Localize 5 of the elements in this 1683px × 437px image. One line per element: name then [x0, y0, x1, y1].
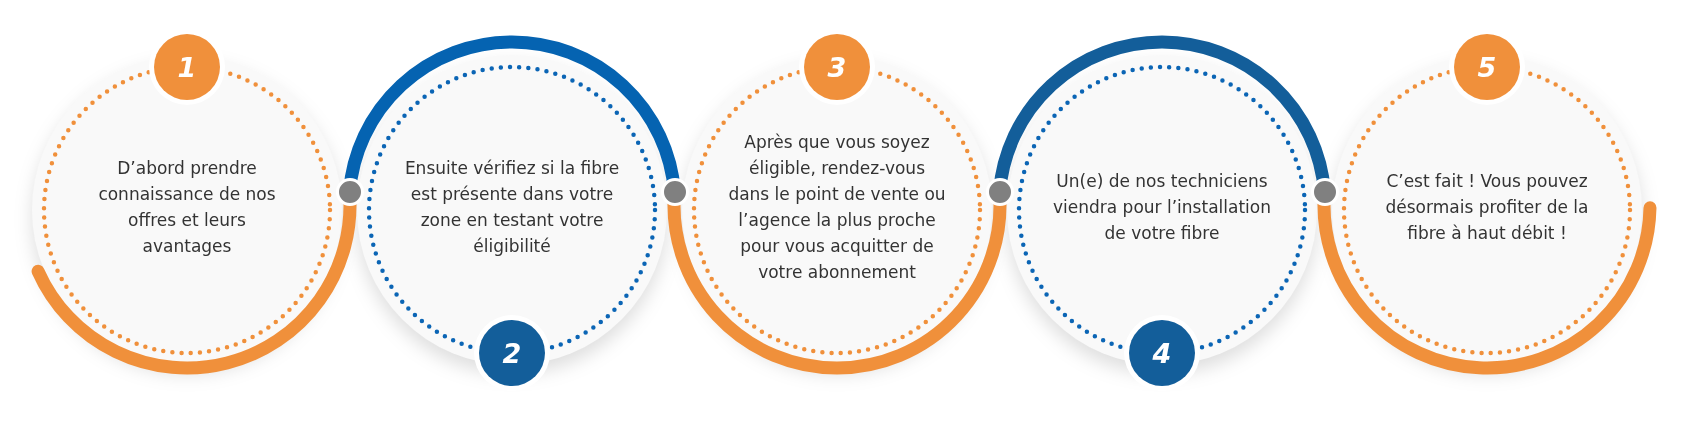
- step-description: Après que vous soyez éligible, rendez-vous dans le point de vente ou l’agence la plus proche pour vous acquitter de votre abonnement: [727, 131, 947, 284]
- step-description: Un(e) de nos techniciens viendra pour l’installation de votre fibre: [1052, 170, 1272, 245]
- step-description: Ensuite vérifiez si la fibre est présente dans votre zone en testant votre éligibilité: [403, 157, 621, 258]
- step-description: D’abord prendre connaissance de nos offres et leurs avantages: [97, 157, 277, 258]
- step-description: C’est fait ! Vous pouvez désormais profiter de la fibre à haut débit !: [1384, 170, 1590, 245]
